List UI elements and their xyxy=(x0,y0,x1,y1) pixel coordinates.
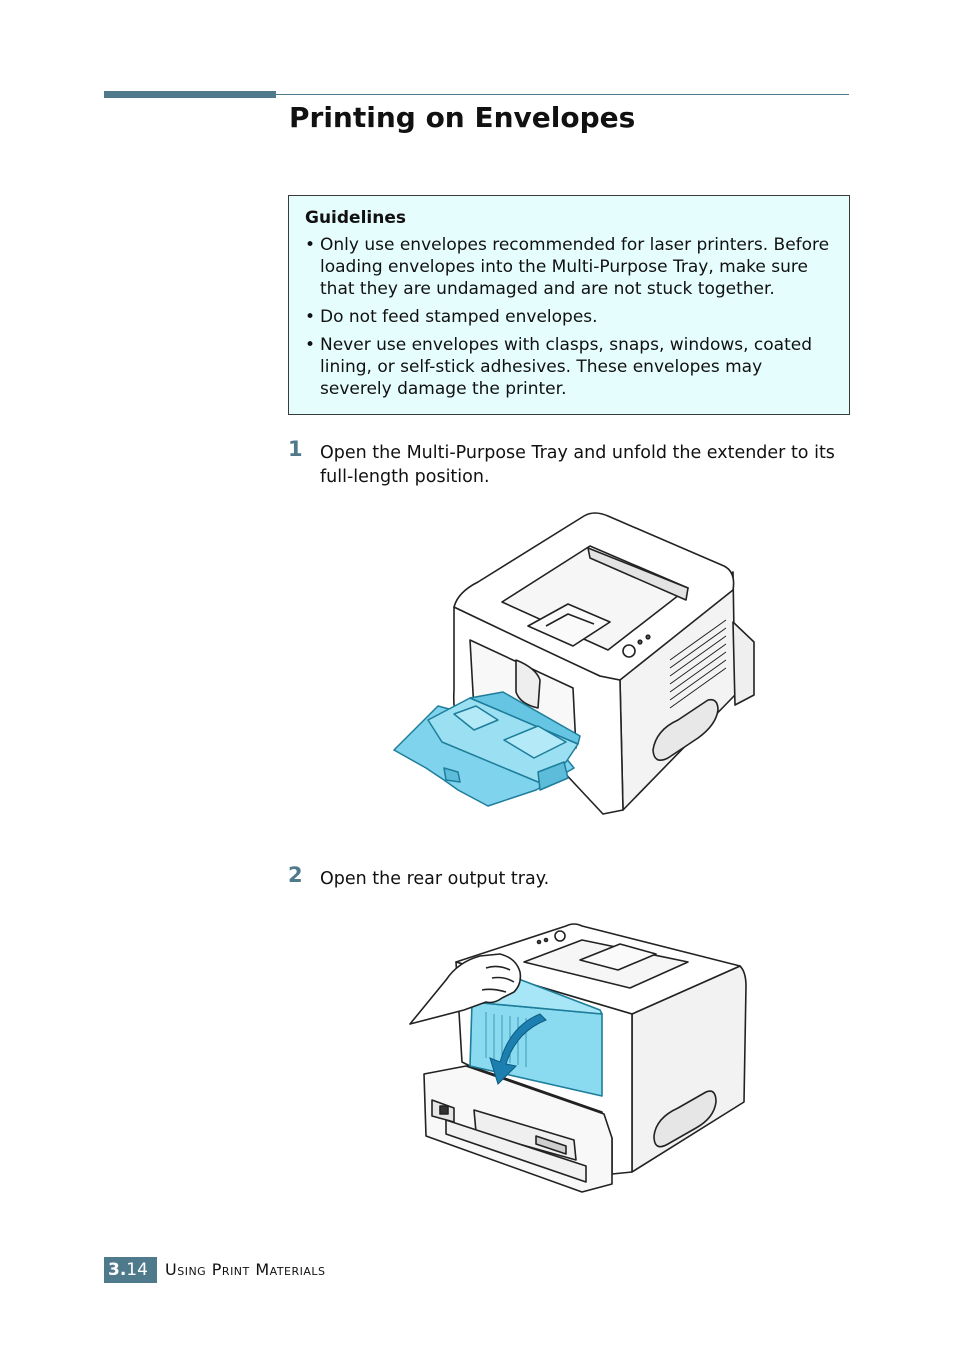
guidelines-list: Only use envelopes recommended for laser… xyxy=(305,234,835,400)
guideline-item: Only use envelopes recommended for laser… xyxy=(305,234,835,300)
guidelines-heading: Guidelines xyxy=(305,208,406,228)
step-1: 1 Open the Multi-Purpose Tray and unfold… xyxy=(288,437,850,489)
header-rule-thin xyxy=(276,94,849,95)
guideline-item: Never use envelopes with clasps, snaps, … xyxy=(305,334,835,400)
step-number: 1 xyxy=(288,437,303,461)
footer-page-number: 3.14 xyxy=(104,1257,157,1283)
footer-chapter: 3. xyxy=(108,1260,127,1280)
step-text: Open the rear output tray. xyxy=(320,869,550,889)
footer-section-title: Using Print Materials xyxy=(165,1260,326,1279)
printer-rear-tray-illustration xyxy=(409,923,747,1193)
step-2: 2 Open the rear output tray. xyxy=(288,863,850,891)
guidelines-box: Guidelines Only use envelopes recommende… xyxy=(288,195,850,415)
step-number: 2 xyxy=(288,863,303,887)
header-rule-thick xyxy=(104,91,276,98)
step-text: Open the Multi-Purpose Tray and unfold t… xyxy=(320,443,835,487)
guideline-item: Do not feed stamped envelopes. xyxy=(305,306,835,328)
footer-page: 14 xyxy=(126,1260,148,1280)
printer-front-tray-illustration xyxy=(393,512,755,815)
page-title: Printing on Envelopes xyxy=(289,101,636,134)
